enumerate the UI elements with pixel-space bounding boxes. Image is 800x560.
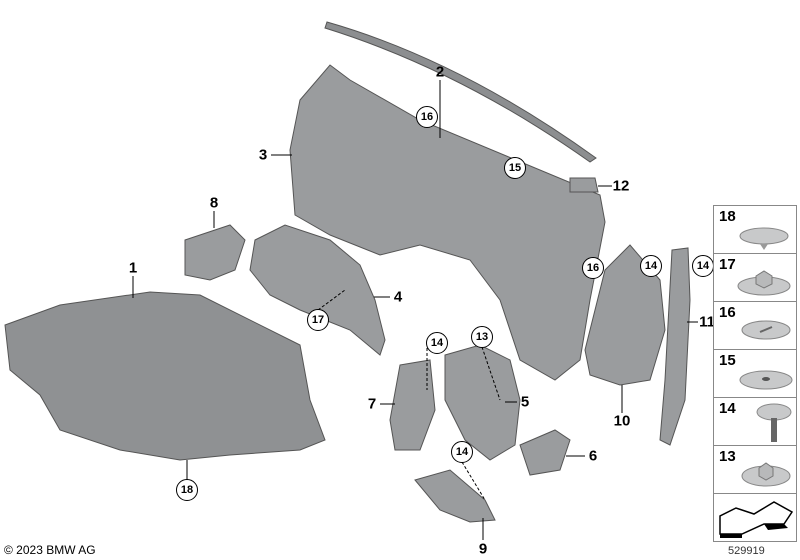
circled-callout-14: 14: [451, 441, 473, 463]
part-11: [659, 247, 691, 446]
callout-10: 10: [613, 412, 631, 430]
fastener-legend: 18 17 16 15 14 13: [713, 205, 797, 542]
legend-item: 14: [713, 397, 797, 445]
legend-item: 16: [713, 301, 797, 349]
part-3-bulkhead-insulation: [289, 64, 606, 381]
expanding-rivet-icon: [739, 227, 789, 250]
callout-7: 7: [367, 395, 377, 413]
part-5: [444, 344, 521, 461]
part-12: [569, 177, 599, 193]
legend-item: 17: [713, 253, 797, 301]
image-id: 529919: [728, 545, 765, 557]
circled-callout-18: 18: [176, 479, 198, 501]
callout-6: 6: [588, 447, 598, 465]
callout-9: 9: [478, 540, 488, 558]
part-6: [519, 429, 571, 476]
part-7: [389, 359, 436, 451]
callout-8: 8: [209, 194, 219, 212]
circled-callout-14: 14: [692, 255, 714, 277]
part-9: [414, 469, 496, 523]
part-10: [584, 244, 666, 386]
circled-callout-15: 15: [504, 157, 526, 179]
circled-callout-14: 14: [640, 255, 662, 277]
legend-label: 17: [719, 256, 736, 273]
collar-nut-icon: [741, 462, 791, 487]
callout-12: 12: [612, 177, 630, 195]
copyright: © 2023 BMW AG: [4, 543, 96, 557]
legend-item: 15: [713, 349, 797, 397]
part-4: [249, 224, 386, 356]
legend-label: 15: [719, 352, 736, 369]
legend-item: 13: [713, 445, 797, 493]
direction-arrow-icon: [719, 501, 794, 538]
legend-item: [713, 493, 797, 542]
legend-label: 13: [719, 448, 736, 465]
leader-lines: [132, 80, 698, 540]
screw-rivet-icon: [756, 403, 792, 442]
washer-nut-icon: [737, 270, 791, 296]
callout-11: 11: [699, 313, 715, 331]
circled-callout-14: 14: [426, 332, 448, 354]
circled-callout-17: 17: [307, 309, 329, 331]
callout-3: 3: [258, 146, 268, 164]
callout-2: 2: [435, 63, 445, 81]
part-2-seal-strip: [324, 21, 597, 163]
part-1-underbody-panel: [4, 291, 326, 461]
legend-label: 18: [719, 208, 736, 225]
circled-callout-16: 16: [582, 257, 604, 279]
callout-1: 1: [128, 259, 138, 277]
callout-4: 4: [393, 288, 403, 306]
legend-label: 14: [719, 400, 736, 417]
circled-callout-16: 16: [416, 106, 438, 128]
clip-washer-icon: [739, 370, 793, 390]
expanding-rivet-flat-icon: [741, 320, 791, 340]
legend-item: 18: [713, 205, 797, 253]
legend-label: 16: [719, 304, 736, 321]
callout-5: 5: [520, 393, 530, 411]
circled-callout-13: 13: [471, 326, 493, 348]
part-8: [184, 224, 246, 281]
